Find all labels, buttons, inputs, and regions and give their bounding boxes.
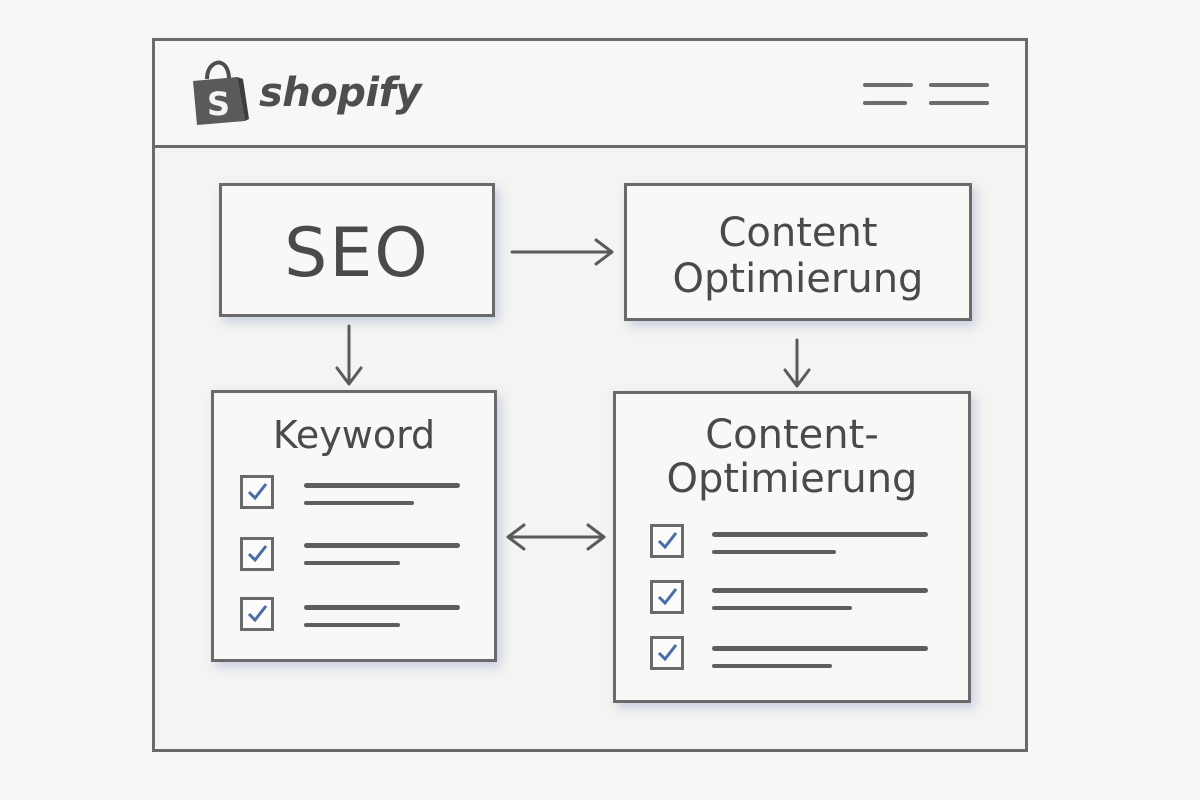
keyword-title: Keyword [272,413,436,457]
checkbox[interactable] [650,580,684,614]
checkbox[interactable] [240,475,274,509]
checkmark-icon [657,644,678,662]
arrow-content-to-detail [783,338,811,388]
seo-label: SEO [284,214,430,293]
checklist-item [650,524,940,560]
checkbox[interactable] [240,597,274,631]
checkmark-icon [247,483,268,501]
checklist-item [650,636,940,672]
checkbox[interactable] [650,636,684,670]
hamburger-menu-icon[interactable] [863,81,993,111]
content-optimierung-line1: Content [718,210,878,256]
checkbox[interactable] [650,524,684,558]
header-bar: S shopify [155,41,1025,148]
checkmark-icon [657,532,678,550]
content-optimierung-detail-line1: Content- [705,412,879,458]
shopify-logo[interactable]: S shopify [187,59,422,127]
content-optimierung-detail-line2: Optimierung [666,456,918,502]
svg-text:S: S [207,85,230,123]
content-optimierung-line2: Optimierung [672,256,924,302]
checkmark-icon [657,588,678,606]
checklist-item [240,475,470,511]
checklist-item [240,597,470,633]
checkmark-icon [247,605,268,623]
keyword-node: Keyword [211,390,497,662]
brand-name: shopify [259,70,422,116]
arrow-keyword-detail-bidirectional [506,523,606,551]
checkmark-icon [247,545,268,563]
seo-node: SEO [219,183,495,317]
checklist-item [240,537,470,573]
arrow-seo-to-keyword [335,324,363,386]
arrow-seo-to-content [510,238,614,266]
shopping-bag-icon: S [193,60,249,125]
checklist-item [650,580,940,616]
content-optimierung-node: Content Optimierung [624,183,972,321]
checkbox[interactable] [240,537,274,571]
content-optimierung-detail-node: Content- Optimierung [613,391,971,703]
